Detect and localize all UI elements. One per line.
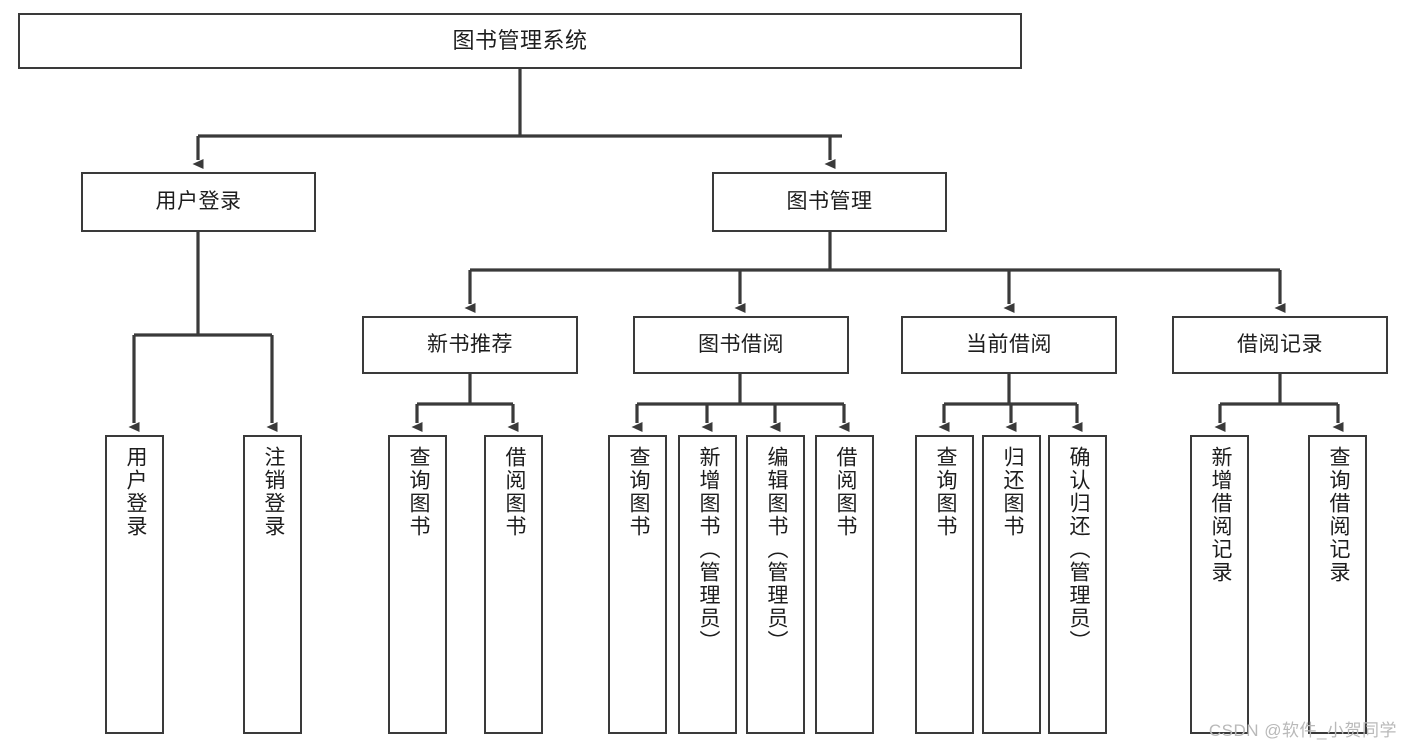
leaf-add-borrow-record[interactable]: 新增借阅记录: [1190, 435, 1249, 734]
leaf-query-book-borrow[interactable]: 查询图书: [608, 435, 667, 734]
node-current-borrow[interactable]: 当前借阅: [901, 316, 1117, 374]
node-label: 查询图书: [626, 446, 650, 538]
node-new-book-recommend[interactable]: 新书推荐: [362, 316, 578, 374]
node-label: 新增借阅记录: [1208, 446, 1232, 584]
node-label: 用户登录: [155, 189, 242, 213]
leaf-query-borrow-record[interactable]: 查询借阅记录: [1308, 435, 1367, 734]
node-label: 借阅图书: [833, 446, 857, 538]
leaf-user-login[interactable]: 用户登录: [105, 435, 164, 734]
node-label: 查询图书: [406, 446, 430, 538]
leaf-query-book-current[interactable]: 查询图书: [915, 435, 974, 734]
node-label: 注销登录: [261, 446, 285, 538]
leaf-query-book-recommend[interactable]: 查询图书: [388, 435, 447, 734]
node-label: 归还图书: [1000, 446, 1024, 538]
node-label: 图书管理系统: [452, 28, 588, 54]
node-label: 编辑图书（管理员）: [764, 446, 788, 653]
node-label: 新书推荐: [427, 332, 513, 356]
node-label: 查询借阅记录: [1326, 446, 1350, 584]
node-book-borrow[interactable]: 图书借阅: [633, 316, 849, 374]
leaf-confirm-return-admin[interactable]: 确认归还（管理员）: [1048, 435, 1107, 734]
node-user-login[interactable]: 用户登录: [81, 172, 316, 232]
node-label: 当前借阅: [966, 332, 1052, 356]
leaf-edit-book-admin[interactable]: 编辑图书（管理员）: [746, 435, 805, 734]
node-label: 借阅图书: [502, 446, 526, 538]
node-label: 查询图书: [933, 446, 957, 538]
node-label: 确认归还（管理员）: [1066, 446, 1090, 653]
node-book-management[interactable]: 图书管理: [712, 172, 947, 232]
leaf-borrow-book-recommend[interactable]: 借阅图书: [484, 435, 543, 734]
node-label: 借阅记录: [1237, 332, 1323, 356]
node-label: 图书管理: [786, 189, 873, 213]
leaf-return-book[interactable]: 归还图书: [982, 435, 1041, 734]
leaf-add-book-admin[interactable]: 新增图书（管理员）: [678, 435, 737, 734]
leaf-borrow-book[interactable]: 借阅图书: [815, 435, 874, 734]
node-label: 新增图书（管理员）: [696, 446, 720, 653]
node-borrow-record[interactable]: 借阅记录: [1172, 316, 1388, 374]
leaf-logout[interactable]: 注销登录: [243, 435, 302, 734]
node-label: 用户登录: [123, 446, 147, 538]
node-root-system[interactable]: 图书管理系统: [18, 13, 1022, 69]
watermark: CSDN @软件_小贺同学: [1208, 721, 1397, 740]
node-label: 图书借阅: [698, 332, 784, 356]
